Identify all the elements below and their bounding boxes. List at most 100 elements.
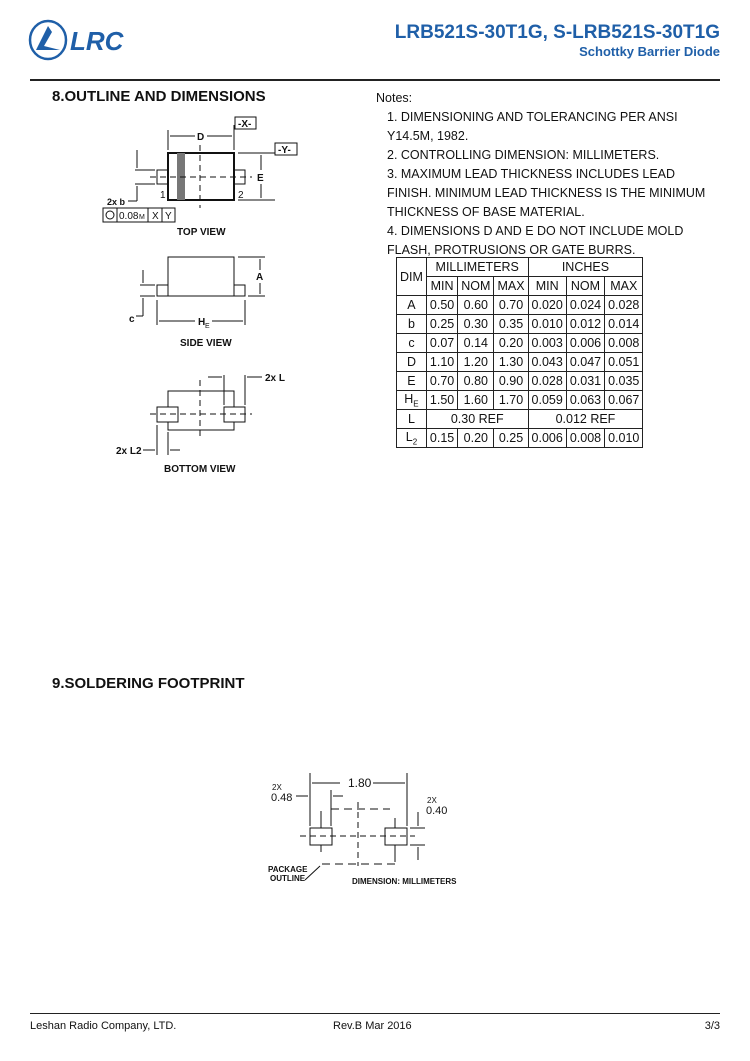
- section-heading: 9.SOLDERING FOOTPRINT: [52, 675, 245, 692]
- value-cell: 0.047: [565, 352, 606, 372]
- note-line: FLASH, PROTRUSIONS OR GATE BURRS.: [387, 243, 636, 257]
- value-cell: 1.60: [457, 390, 495, 410]
- dim-symbol: b: [407, 317, 415, 331]
- subheader-cell: MIN: [527, 276, 567, 296]
- top-view: D -X- -Y- E 2x b 1 2 0.08 M X Y TOP VIEW: [102, 116, 298, 238]
- side-view: A c H E SIDE VIEW: [129, 256, 265, 349]
- value-cell: 0.35: [493, 314, 529, 334]
- svg-text:M: M: [139, 214, 145, 221]
- svg-text:-Y-: -Y-: [278, 145, 291, 156]
- svg-text:2x b: 2x b: [107, 197, 126, 207]
- svg-text:1.80: 1.80: [348, 776, 372, 790]
- value-cell: 0.067: [604, 390, 644, 410]
- value-cell: 0.80: [457, 371, 495, 391]
- subheader-cell: NOM: [565, 276, 606, 296]
- footer-divider: [30, 1013, 720, 1014]
- dim-symbol: E: [407, 374, 416, 388]
- dim-header: DIM: [396, 257, 427, 296]
- note-line: THICKNESS OF BASE MATERIAL.: [387, 205, 585, 219]
- value-cell: 1.10: [425, 352, 459, 372]
- dim-subscript: 2: [412, 437, 418, 447]
- ref-cell: 0.012 REF: [527, 409, 644, 429]
- dim-cell: D: [396, 352, 427, 372]
- svg-text:OUTLINE: OUTLINE: [270, 874, 306, 883]
- svg-text:DIMENSION: MILLIMETERS: DIMENSION: MILLIMETERS: [352, 877, 457, 886]
- svg-text:2X: 2X: [427, 796, 437, 805]
- value-cell: 0.051: [604, 352, 644, 372]
- subheader-cell: NOM: [457, 276, 495, 296]
- dim-cell: A: [396, 295, 427, 315]
- value-cell: 0.063: [565, 390, 606, 410]
- dim-symbol: H: [404, 391, 414, 406]
- ref-cell: 0.30 REF: [425, 409, 529, 429]
- svg-text:c: c: [129, 314, 135, 325]
- dim-cell: E: [396, 371, 427, 391]
- value-cell: 0.30: [457, 314, 495, 334]
- value-cell: 0.003: [527, 333, 567, 353]
- value-cell: 0.25: [493, 428, 529, 448]
- footer-revision: Rev.B Mar 2016: [333, 1020, 412, 1032]
- dim-symbol: L: [407, 412, 415, 426]
- svg-text:A: A: [256, 272, 263, 283]
- dim-cell: b: [396, 314, 427, 334]
- mm-header: MILLIMETERS: [425, 257, 529, 277]
- value-cell: 1.50: [425, 390, 459, 410]
- inch-header: INCHES: [527, 257, 644, 277]
- notes: Notes: 1. DIMENSIONING AND TOLERANCING P…: [376, 89, 716, 260]
- svg-text:0.40: 0.40: [426, 805, 447, 817]
- svg-text:2: 2: [238, 190, 244, 201]
- value-cell: 0.010: [527, 314, 567, 334]
- value-cell: 0.07: [425, 333, 459, 353]
- value-cell: 0.024: [565, 295, 606, 315]
- svg-text:D: D: [197, 132, 204, 143]
- value-cell: 1.70: [493, 390, 529, 410]
- note-line: 3. MAXIMUM LEAD THICKNESS INCLUDES LEAD: [387, 167, 676, 181]
- document-title: LRB521S-30T1G, S-LRB521S-30T1G: [394, 22, 720, 43]
- svg-text:2x L: 2x L: [265, 373, 285, 384]
- value-cell: 0.035: [604, 371, 644, 391]
- value-cell: 0.20: [493, 333, 529, 353]
- value-cell: 0.25: [425, 314, 459, 334]
- svg-text:PACKAGE: PACKAGE: [268, 865, 308, 874]
- svg-text:0.08: 0.08: [119, 211, 139, 222]
- document-subtitle: Schottky Barrier Diode: [579, 44, 720, 59]
- subheader-cell: MAX: [493, 276, 529, 296]
- note-line: 2. CONTROLLING DIMENSION: MILLIMETERS.: [387, 148, 660, 162]
- value-cell: 0.70: [425, 371, 459, 391]
- notes-heading: Notes:: [376, 91, 413, 105]
- note-line: Y14.5M, 1982.: [387, 129, 469, 143]
- value-cell: 0.15: [425, 428, 459, 448]
- value-cell: 0.012: [565, 314, 606, 334]
- note-line: 4. DIMENSIONS D AND E DO NOT INCLUDE MOL…: [387, 224, 684, 238]
- value-cell: 0.010: [604, 428, 644, 448]
- note-line: FINISH. MINIMUM LEAD THICKNESS IS THE MI…: [387, 186, 706, 200]
- value-cell: 0.90: [493, 371, 529, 391]
- dim-cell: L2: [396, 428, 427, 448]
- soldering-footprint-drawing: 1.80 2X 0.48 2X 0.40 PACKAGE OUTLINE DIM…: [268, 773, 457, 886]
- value-cell: 0.043: [527, 352, 567, 372]
- svg-text:BOTTOM VIEW: BOTTOM VIEW: [164, 464, 236, 475]
- value-cell: 1.30: [493, 352, 529, 372]
- value-cell: 0.020: [527, 295, 567, 315]
- value-cell: 1.20: [457, 352, 495, 372]
- bottom-view: 2x L 2x L2 BOTTOM VIEW: [116, 373, 285, 475]
- svg-text:2X: 2X: [272, 783, 282, 792]
- footer-company: Leshan Radio Company, LTD.: [30, 1020, 177, 1032]
- value-cell: 0.60: [457, 295, 495, 315]
- dim-subscript: E: [413, 399, 419, 409]
- value-cell: 0.20: [457, 428, 495, 448]
- section-heading: 8.OUTLINE AND DIMENSIONS: [52, 88, 266, 105]
- value-cell: 0.50: [425, 295, 459, 315]
- value-cell: 0.031: [565, 371, 606, 391]
- svg-text:2x L2: 2x L2: [116, 446, 142, 457]
- dim-symbol: D: [406, 355, 416, 369]
- value-cell: 0.008: [604, 333, 644, 353]
